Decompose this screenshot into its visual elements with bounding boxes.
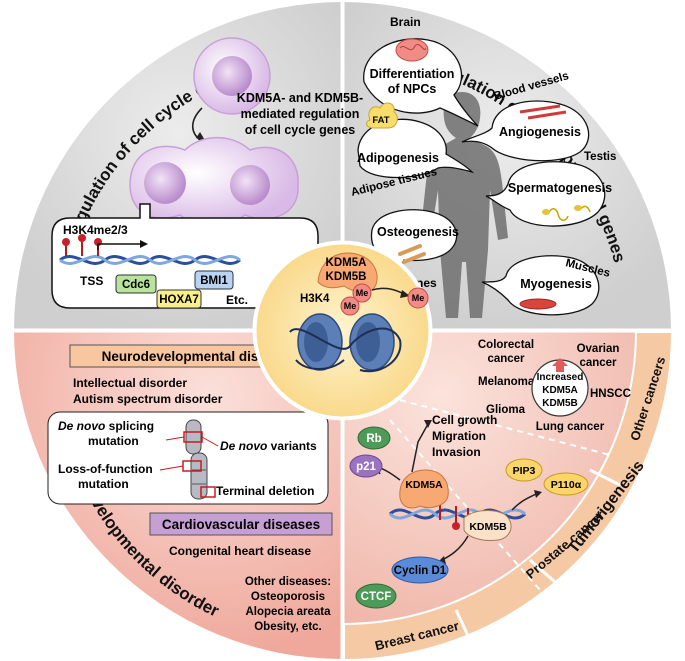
- pip3-node: [505, 458, 543, 482]
- cell-cycle-panel: KDM5A- and KDM5B- mediated regulation of…: [51, 37, 363, 309]
- cardio-item: Congenital heart disease: [169, 544, 311, 558]
- lung-label: Lung cancer: [536, 421, 605, 433]
- svg-text:Me: Me: [344, 301, 357, 311]
- colorectal-label-1: Colorectal: [478, 339, 534, 351]
- increased-label: Increased: [537, 372, 584, 383]
- daughter-nucleus-2: [230, 165, 270, 205]
- effect-invasion: Invasion: [432, 445, 481, 459]
- other-diseases-4: Obesity, etc.: [254, 621, 322, 633]
- svg-text:Rb: Rb: [366, 433, 381, 445]
- tumor-ring: [343, 331, 674, 661]
- de-novo-variants-label: De novo variants: [220, 439, 317, 453]
- increased-kdm5b: KDM5B: [542, 398, 578, 409]
- splicing-label-2: mutation: [88, 434, 139, 448]
- cyclin-d1-node: [391, 556, 449, 584]
- fat-icon: [366, 102, 398, 129]
- p21-node: [349, 454, 383, 478]
- svg-text:HOXA7: HOXA7: [159, 294, 199, 306]
- svg-text:Cyclin D1: Cyclin D1: [394, 565, 447, 577]
- center-kdm5a: KDM5A: [326, 257, 367, 269]
- kdm5a-blob: [399, 469, 449, 509]
- cardio-header: Cardiovascular diseases: [162, 517, 320, 532]
- terminal-deletion-label: Terminal deletion: [216, 484, 314, 498]
- npc-label-2: of NPCs: [388, 82, 437, 96]
- npc-label-1: Differentiation: [370, 67, 455, 81]
- other-diseases-1: Other diseases:: [245, 576, 331, 588]
- colorectal-label-2: cancer: [487, 353, 525, 365]
- etc-label: Etc.: [226, 293, 248, 307]
- fat-label: FAT: [372, 115, 389, 126]
- svg-text:Cdc6: Cdc6: [122, 279, 150, 291]
- splicing-label-1: De novo splicing: [58, 419, 154, 433]
- cell-cycle-caption-1: KDM5A- and KDM5B-: [237, 91, 363, 105]
- other-diseases-2: Osteoporosis: [251, 591, 325, 603]
- kdm5a-label: KDM5A: [405, 479, 443, 491]
- center-h3k4: H3K4: [300, 293, 330, 305]
- muscle-icon: [519, 298, 557, 310]
- svg-text:CTCF: CTCF: [361, 591, 392, 603]
- mutation-box: [47, 411, 329, 505]
- lof-label-1: Loss-of-function: [58, 462, 153, 476]
- rb-node: [357, 426, 391, 450]
- glioma-label: Glioma: [486, 404, 526, 416]
- melanoma-label: Melanoma: [478, 376, 535, 388]
- bone-icon: [398, 244, 426, 264]
- angiogenesis-label: Angiogenesis: [499, 125, 581, 139]
- kdm5b-label: KDM5B: [469, 521, 507, 533]
- testis-label: Testis: [584, 151, 616, 163]
- increase-arrow-icon: [552, 358, 568, 372]
- tss-label: TSS: [80, 274, 103, 288]
- daughter-nucleus-1: [144, 162, 186, 204]
- neuro-header: Neurodevelopmental disorders: [102, 349, 301, 364]
- center-circle: KDM5A KDM5B H3K4 Me Me Me: [252, 240, 433, 421]
- sperm-icon: [547, 208, 569, 221]
- center-kdm5b: KDM5B: [326, 271, 367, 283]
- increased-kdm5a: KDM5A: [542, 385, 578, 396]
- svg-text:PIP3: PIP3: [513, 465, 536, 477]
- svg-text:P110α: P110α: [551, 479, 582, 491]
- neuro-item-1: Intellectual disorder: [73, 376, 187, 390]
- me-mark-2: [340, 296, 360, 316]
- chromosome-icon: [159, 419, 219, 500]
- nucleus-icon: [212, 56, 252, 96]
- cardio-header-box: [149, 512, 333, 536]
- myogenesis-label: Myogenesis: [520, 277, 592, 291]
- hnscc-label: HNSCC: [590, 388, 631, 400]
- cell-cycle-caption-2: mediated regulation: [241, 107, 360, 121]
- other-diseases-3: Alopecia areata: [245, 606, 331, 618]
- svg-text:Me: Me: [412, 293, 425, 303]
- effect-migration: Migration: [432, 429, 486, 443]
- effect-cell-growth: Cell growth: [432, 413, 497, 427]
- p110-node: [543, 472, 589, 496]
- lof-label-2: mutation: [78, 477, 129, 491]
- released-me-mark: [407, 287, 429, 309]
- neuro-item-2: Autism spectrum disorder: [73, 392, 223, 406]
- svg-text:Me: Me: [356, 288, 369, 298]
- me-mark-1: [352, 283, 372, 303]
- gene-bmi1: [194, 270, 234, 290]
- svg-text:BMI1: BMI1: [200, 275, 228, 287]
- spermatogenesis-label: Spermatogenesis: [508, 181, 612, 195]
- kdm5b-blob: [463, 510, 512, 541]
- osteogenesis-label: Osteogenesis: [377, 225, 459, 239]
- nucleosome-icon: [289, 313, 402, 373]
- ovarian-label-2: cancer: [579, 357, 617, 369]
- adipogenesis-label: Adipogenesis: [357, 151, 439, 165]
- svg-text:p21: p21: [356, 461, 376, 473]
- gene-cdc6: [115, 274, 157, 294]
- cell-cycle-caption-3: of cell cycle genes: [245, 123, 356, 137]
- brain-label: Brain: [390, 15, 421, 29]
- ovarian-label-1: Ovarian: [577, 343, 620, 355]
- h3k4me-label: H3K4me2/3: [63, 223, 128, 237]
- ctcf-node: [355, 583, 397, 609]
- tumor-panel: Colorectal cancer Ovarian cancer Melanom…: [349, 339, 631, 609]
- gene-hoxa7: [156, 289, 202, 309]
